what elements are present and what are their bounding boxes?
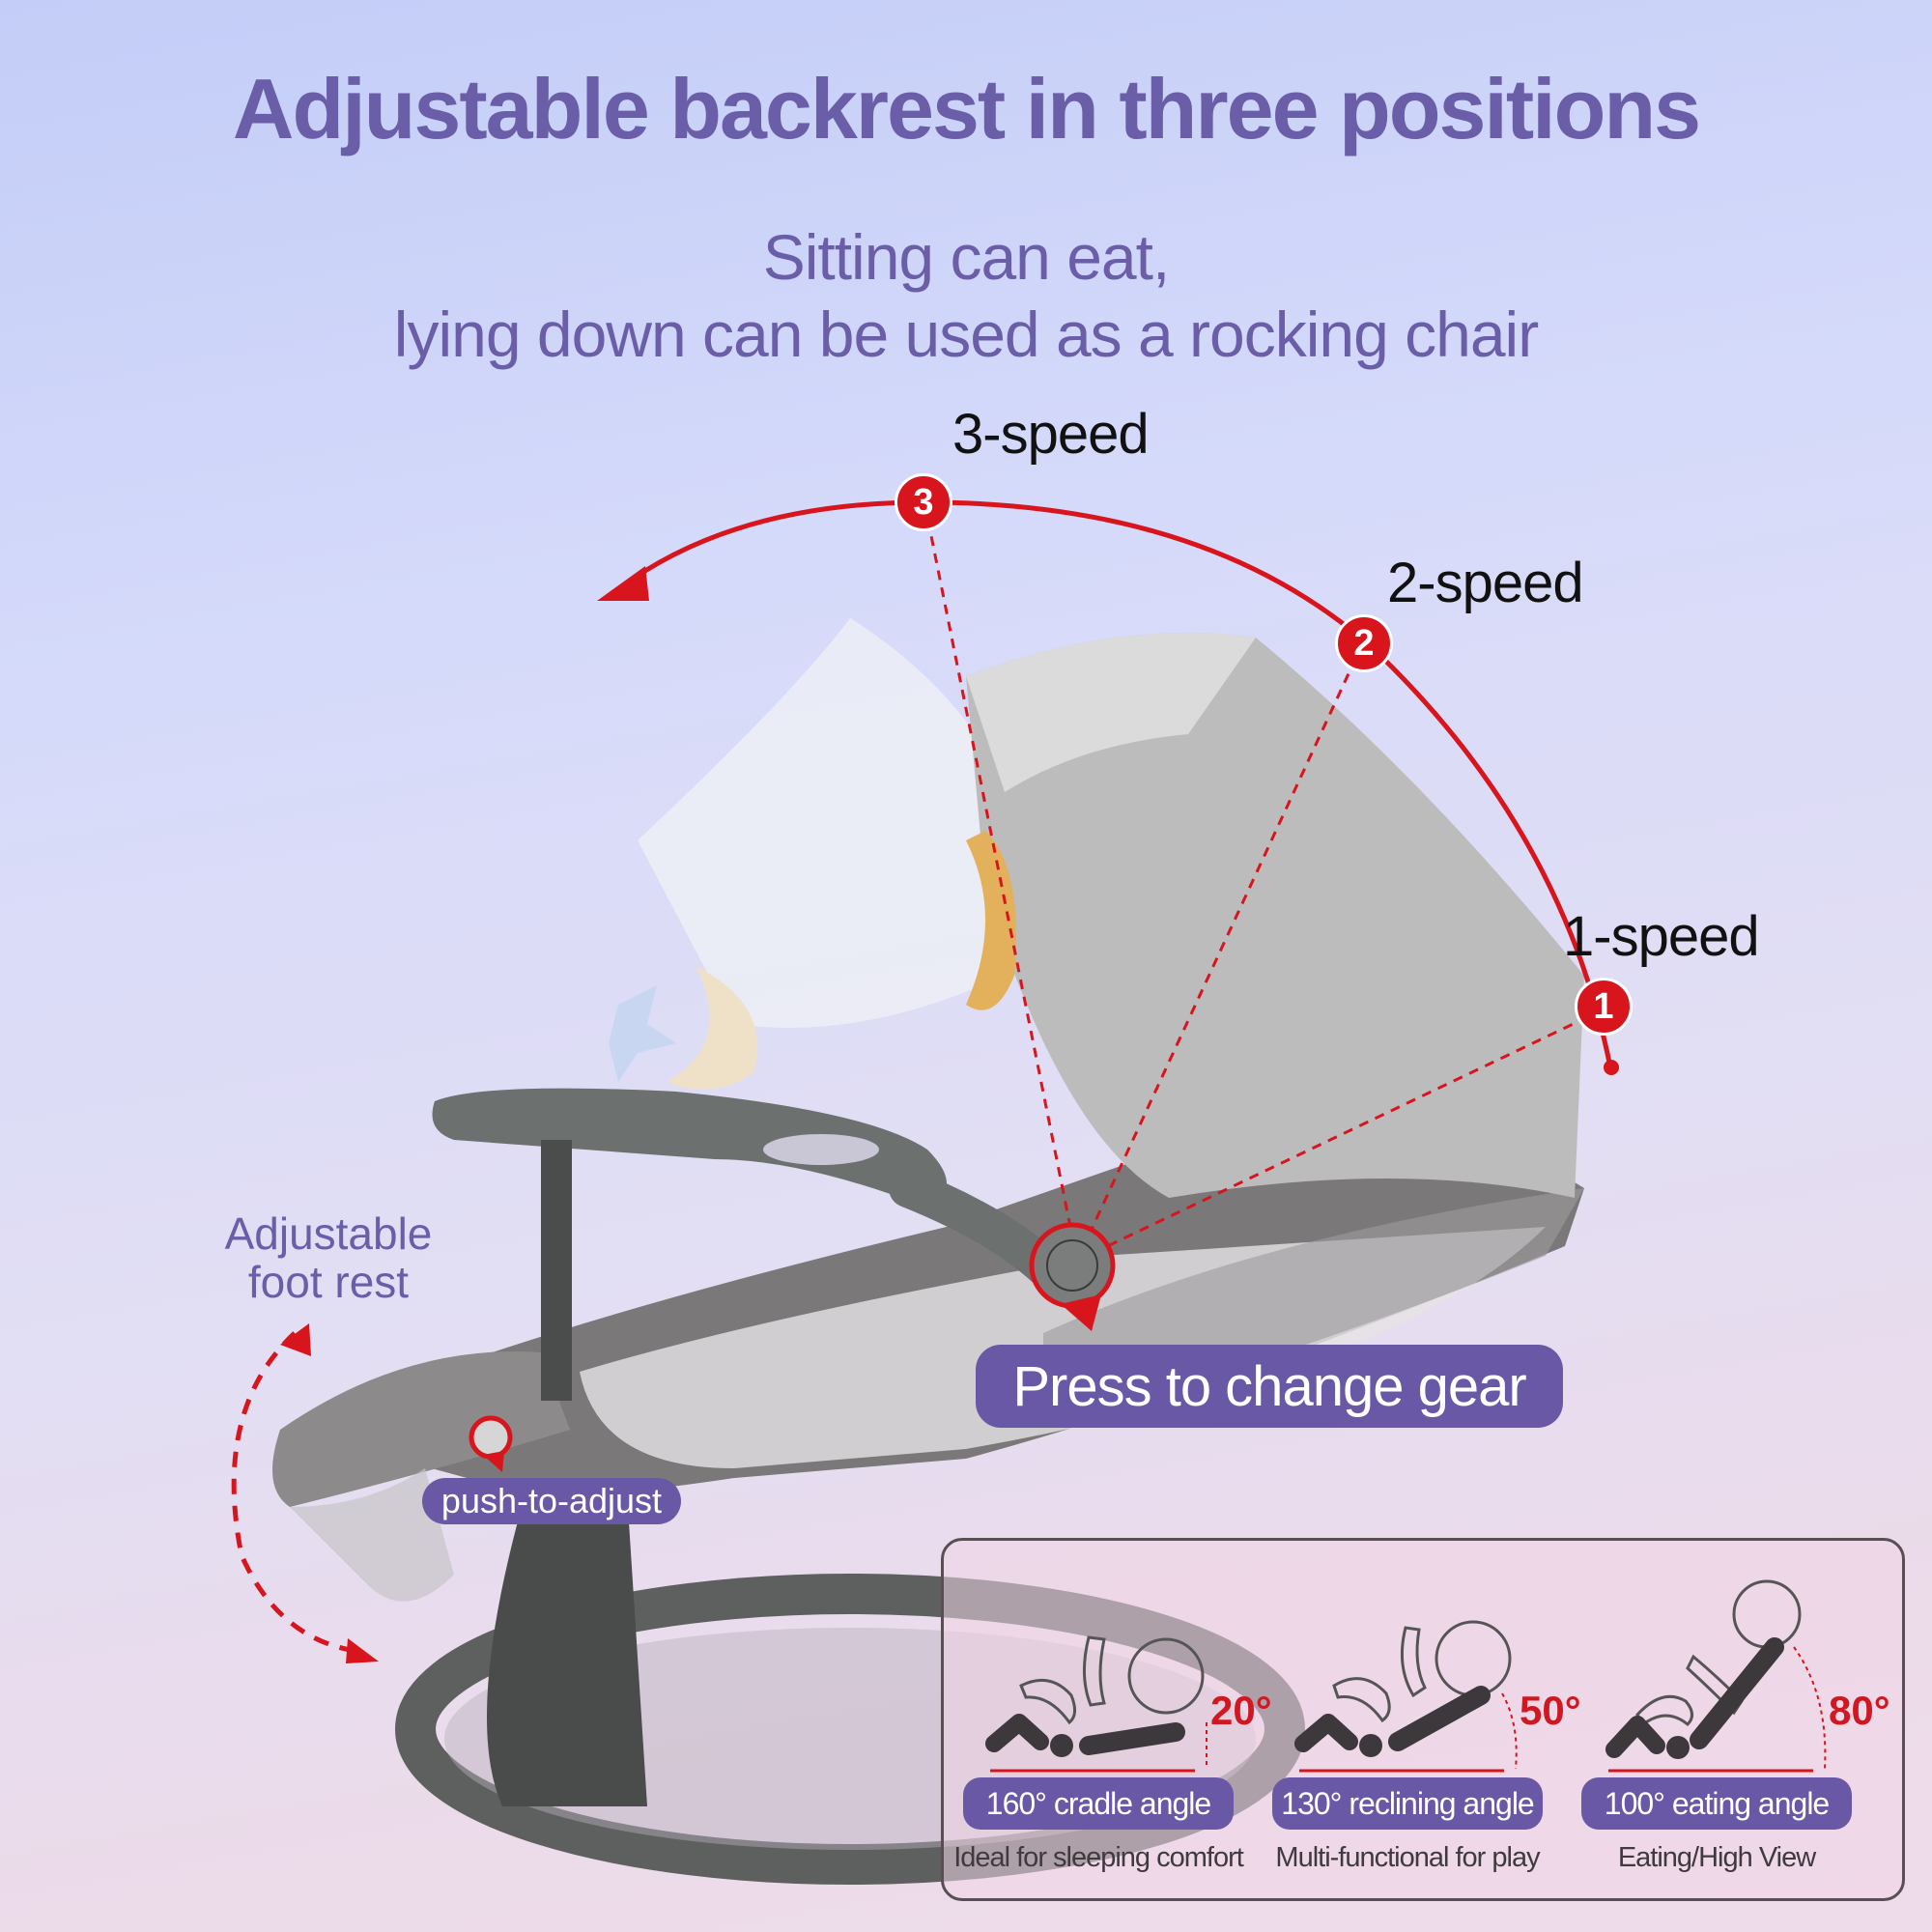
angle-delta-50: 50° (1520, 1688, 1581, 1733)
mode-eating: 80° 100° eating angle Eating/High View (1562, 1541, 1890, 1904)
cradle-description: Ideal for sleeping comfort (953, 1842, 1244, 1873)
footrest-arc (231, 1331, 363, 1655)
angle-delta-80: 80° (1829, 1688, 1890, 1733)
tray (432, 1088, 947, 1208)
speed-label-1: 1-speed (1563, 905, 1760, 968)
pedestal (487, 1507, 647, 1806)
cradle-angle-badge: 160° cradle angle (963, 1777, 1234, 1830)
reclining-posture-icon (1294, 1620, 1518, 1773)
speed-marker-2: 2 (1335, 614, 1393, 672)
recline-modes-panel: 20° 160° cradle angle Ideal for sleeping… (941, 1538, 1905, 1901)
reclining-angle-badge: 130° reclining angle (1272, 1777, 1543, 1830)
eating-angle-badge: 100° eating angle (1581, 1777, 1852, 1830)
mode-cradle: 20° 160° cradle angle Ideal for sleeping… (944, 1541, 1272, 1904)
gear-button-marker (1029, 1222, 1116, 1309)
subtitle-line-1: Sitting can eat, (762, 221, 1171, 293)
speed-label-3: 3-speed (952, 403, 1150, 466)
angle-delta-20: 20° (1210, 1688, 1272, 1733)
speed-label-2: 2-speed (1387, 552, 1584, 614)
eating-description: Eating/High View (1617, 1842, 1816, 1873)
canopy-main (966, 633, 1584, 1198)
moon-toy-1 (966, 831, 1016, 1010)
mode-reclining: 50° 130° reclining angle Multi-functiona… (1253, 1541, 1581, 1904)
footrest (272, 1351, 570, 1507)
cradle-posture-icon (985, 1635, 1208, 1773)
arc-arrowhead (597, 566, 649, 601)
canopy-upright (638, 618, 1024, 1028)
reclining-description: Multi-functional for play (1275, 1842, 1540, 1873)
subtitle-line-2: lying down can be used as a rocking chai… (393, 298, 1539, 370)
speed-marker-1: 1 (1575, 978, 1633, 1036)
push-to-adjust-label: push-to-adjust (422, 1478, 681, 1524)
press-to-change-gear-label: Press to change gear (976, 1345, 1563, 1428)
speed-marker-3: 3 (895, 473, 952, 531)
page-title: Adjustable backrest in three positions (232, 61, 1701, 156)
recline-arc (616, 499, 1614, 1073)
footrest-label: Adjustable foot rest (224, 1208, 433, 1307)
tray-post (541, 1140, 572, 1401)
star-toy (609, 985, 676, 1082)
moon-toy-2 (667, 966, 757, 1090)
eating-posture-icon (1605, 1579, 1827, 1773)
